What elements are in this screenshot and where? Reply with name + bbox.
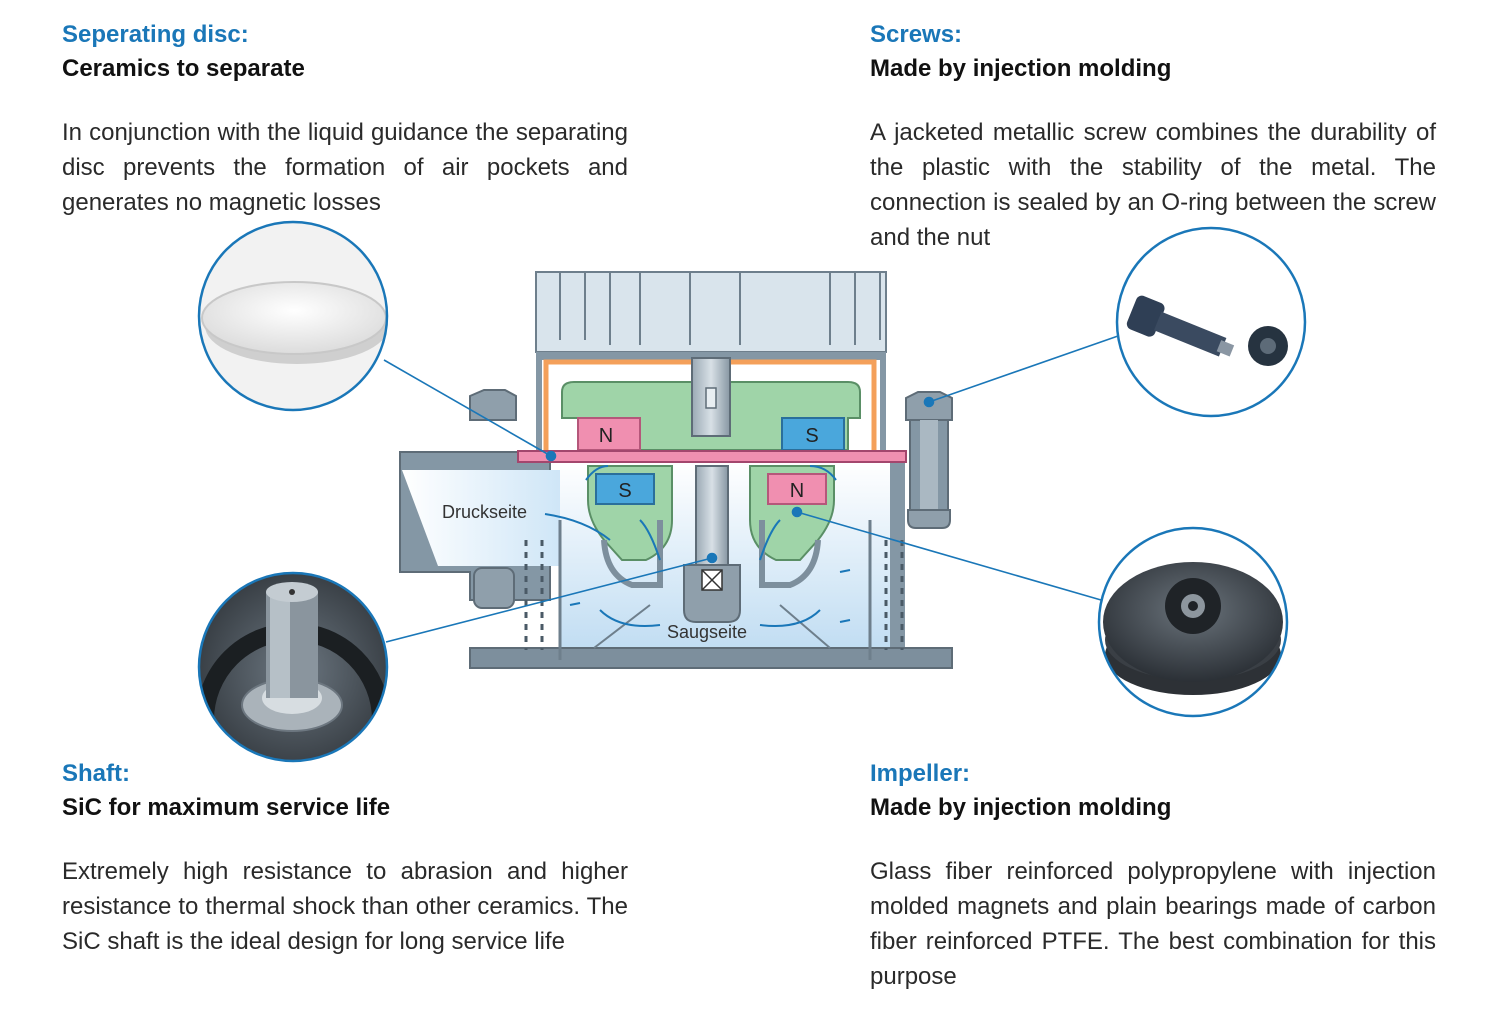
suction-side-label: Saugseite (667, 622, 747, 642)
shaft-cross-section (683, 465, 741, 623)
section-heading: Impeller: (870, 760, 971, 787)
section-body: Extremely high resistance to abrasion an… (62, 858, 628, 955)
section-separating-disc: Seperating disc: Ceramics to separate In… (62, 18, 628, 220)
section-subheading: Made by injection molding (870, 55, 1172, 82)
outer-magnet-rotor: N S (561, 357, 861, 451)
pump-casing (399, 389, 953, 669)
section-body: Glass fiber reinforced polypropylene wit… (870, 858, 1436, 990)
magnet-south-top (781, 417, 845, 451)
screw-cross-section (905, 391, 953, 529)
separating-disc (517, 450, 907, 463)
magnet-label: S (805, 425, 818, 447)
section-screws: Screws: Made by injection molding A jack… (870, 18, 1436, 255)
section-subheading: SiC for maximum service life (62, 794, 391, 821)
magnet-label: S (618, 480, 631, 502)
flow-arrows (544, 465, 851, 627)
section-shaft: Shaft: SiC for maximum service life Extr… (62, 757, 628, 959)
magnet-label: N (790, 480, 804, 502)
pressure-side-label: Druckseite (442, 502, 527, 522)
motor-housing (535, 271, 887, 455)
section-heading: Seperating disc: (62, 21, 249, 48)
section-heading: Screws: (870, 21, 963, 48)
section-heading: Shaft: (62, 760, 130, 787)
section-body: A jacketed metallic screw combines the d… (870, 119, 1436, 251)
section-impeller: Impeller: Made by injection molding Glas… (870, 757, 1436, 994)
containment-shell (543, 359, 877, 450)
section-subheading: Made by injection molding (870, 794, 1172, 821)
callout-lines (383, 335, 1119, 643)
callout-separating-disc-photo (197, 220, 389, 412)
impeller-cross-section: S N (587, 465, 835, 588)
magnet-label: N (599, 425, 613, 447)
section-subheading: Ceramics to separate (62, 55, 305, 82)
section-body: In conjunction with the liquid guidance … (62, 119, 628, 216)
callout-impeller-photo (1097, 526, 1289, 718)
magnet-north-top (577, 417, 641, 451)
